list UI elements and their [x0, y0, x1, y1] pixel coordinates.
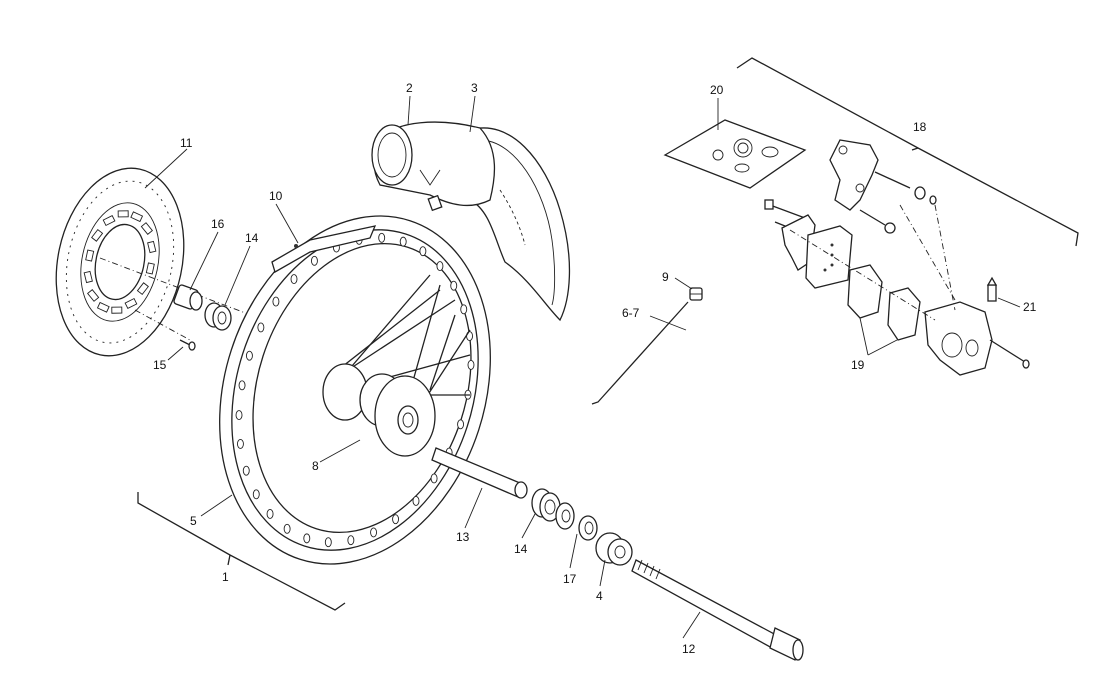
rim-hole — [450, 280, 458, 291]
rim-hole — [257, 322, 265, 333]
callout-2: 2 — [406, 81, 413, 95]
rim-hole — [436, 261, 444, 272]
axle-sleeve — [431, 447, 528, 499]
hub — [322, 363, 436, 457]
disc-slot — [91, 228, 104, 242]
callout-10: 10 — [269, 189, 283, 203]
spacer-16 — [173, 284, 203, 311]
callout-13: 13 — [456, 530, 470, 544]
callout-4: 4 — [596, 589, 603, 603]
screw-15 — [179, 339, 196, 351]
callout-17: 17 — [563, 572, 577, 586]
disc-slot — [111, 306, 123, 314]
rim-hole — [412, 495, 420, 506]
rim-hole — [460, 304, 468, 315]
brake-pads — [805, 225, 921, 341]
disc-slot — [124, 297, 138, 310]
spoke-nipple — [689, 287, 703, 301]
callout-15: 15 — [153, 358, 167, 372]
callout-11: 11 — [180, 136, 193, 150]
bearing-14-left — [204, 302, 232, 331]
brake-disc — [55, 167, 185, 357]
callout-5: 5 — [190, 514, 197, 528]
rim-hole — [467, 359, 475, 370]
callout-6-7: 6-7 — [622, 306, 640, 320]
disc-slot — [136, 282, 149, 296]
rim-hole — [378, 232, 386, 243]
disc-slot — [140, 222, 153, 235]
rim-hole — [303, 533, 311, 544]
callout-19: 19 — [851, 358, 865, 372]
disc-slot — [102, 214, 116, 227]
wheel-rim — [219, 215, 491, 565]
rim-hole — [283, 523, 291, 534]
rim-hole — [236, 438, 244, 449]
bleed-valve — [986, 276, 998, 302]
disc-slot — [145, 262, 155, 275]
rim-hole — [272, 296, 280, 307]
rim-hole — [242, 465, 250, 476]
callout-14-left: 14 — [245, 231, 259, 245]
rim-hole — [245, 350, 253, 361]
bearing-14-right — [531, 488, 561, 522]
rim-tape — [271, 225, 377, 273]
callout-20: 20 — [710, 83, 724, 97]
callout-12: 12 — [682, 642, 696, 656]
tire — [469, 127, 571, 322]
disc-slot — [83, 270, 93, 284]
callout-1: 1 — [222, 570, 229, 584]
rim-hole — [370, 527, 378, 538]
callout-18: 18 — [913, 120, 927, 134]
rim-hole — [252, 489, 260, 500]
callout-21: 21 — [1023, 300, 1037, 314]
callout-9: 9 — [662, 270, 669, 284]
disc-slot — [85, 249, 95, 262]
inner-tube — [371, 121, 496, 212]
leader-lines — [144, 95, 1021, 639]
disc-slot — [147, 240, 157, 254]
callout-16: 16 — [211, 217, 225, 231]
disc-slot — [117, 210, 129, 218]
callout-14-right: 14 — [514, 542, 528, 556]
disc-slot — [130, 211, 144, 223]
rim-hole — [266, 508, 274, 519]
rim-hole — [310, 255, 318, 266]
rim-hole — [392, 514, 400, 525]
rim-hole — [419, 246, 427, 257]
callout-8: 8 — [312, 459, 319, 473]
rim-hole — [399, 236, 407, 247]
rim-hole — [324, 537, 332, 548]
brake-caliper — [924, 301, 1030, 376]
rim-hole — [290, 274, 298, 285]
callout-3: 3 — [471, 81, 478, 95]
rim-hole — [430, 473, 438, 484]
seal-17 — [555, 502, 598, 541]
rim-hole — [347, 535, 355, 546]
disc-slot — [96, 301, 110, 313]
rim-hole — [235, 410, 243, 421]
axle — [631, 559, 804, 661]
seal-kit-bag — [663, 119, 807, 189]
spacer-4 — [595, 532, 633, 566]
callout-labels: 11 16 14 15 10 2 3 8 5 1 13 14 17 4 12 9… — [153, 81, 1037, 656]
rim-hole — [457, 419, 465, 430]
rim-hole — [238, 380, 246, 391]
caliper-bracket — [764, 139, 937, 234]
spoke — [591, 301, 689, 405]
disc-slot — [87, 289, 100, 302]
group-bracket-1 — [137, 492, 346, 611]
